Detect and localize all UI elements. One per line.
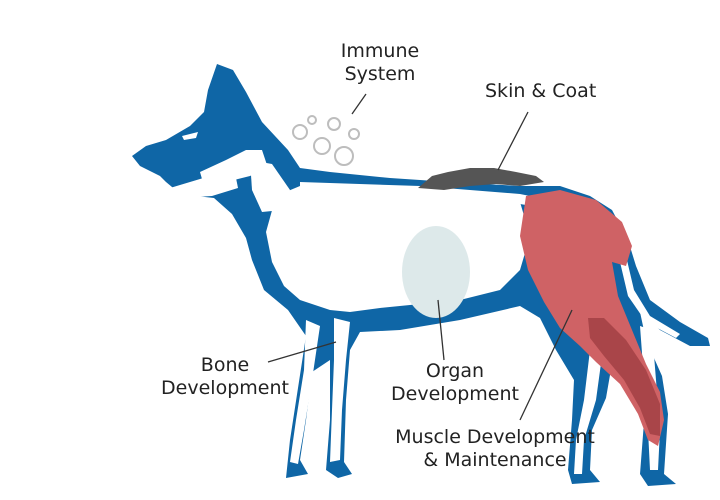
organ-stomach [402, 226, 470, 318]
leader-immune [351, 93, 367, 115]
leader-organ [437, 299, 445, 361]
label-organ-development: Organ Development [380, 360, 530, 406]
eye-icon [182, 132, 198, 140]
label-muscle-line1: Muscle Development [395, 426, 595, 448]
label-bone-line1: Bone [200, 354, 250, 376]
skeleton-foreleg-back [290, 320, 320, 464]
skeleton-hindleg-front [574, 350, 602, 474]
label-muscle-development: Muscle Development & Maintenance [380, 426, 610, 472]
skeleton-jaw [170, 176, 238, 198]
leader-muscle [519, 309, 573, 421]
label-immune-line2: System [344, 63, 416, 85]
leader-bone [267, 341, 337, 363]
label-skin-coat: Skin & Coat [485, 80, 597, 102]
label-organ-line2: Development [391, 383, 519, 405]
microbes-icon [292, 115, 360, 166]
label-immune-system: Immune System [340, 40, 420, 86]
fur-coat-patch [418, 168, 544, 190]
label-bone-development: Bone Development [150, 354, 300, 400]
label-immune-line1: Immune [340, 40, 420, 62]
label-muscle-line2: & Maintenance [423, 449, 567, 471]
label-organ-line1: Organ [425, 360, 485, 382]
leader-skin-coat [497, 111, 529, 171]
skeleton-foreleg-front [330, 318, 350, 462]
hindleg-muscle-shadow [588, 318, 660, 436]
label-bone-line2: Development [161, 377, 289, 399]
